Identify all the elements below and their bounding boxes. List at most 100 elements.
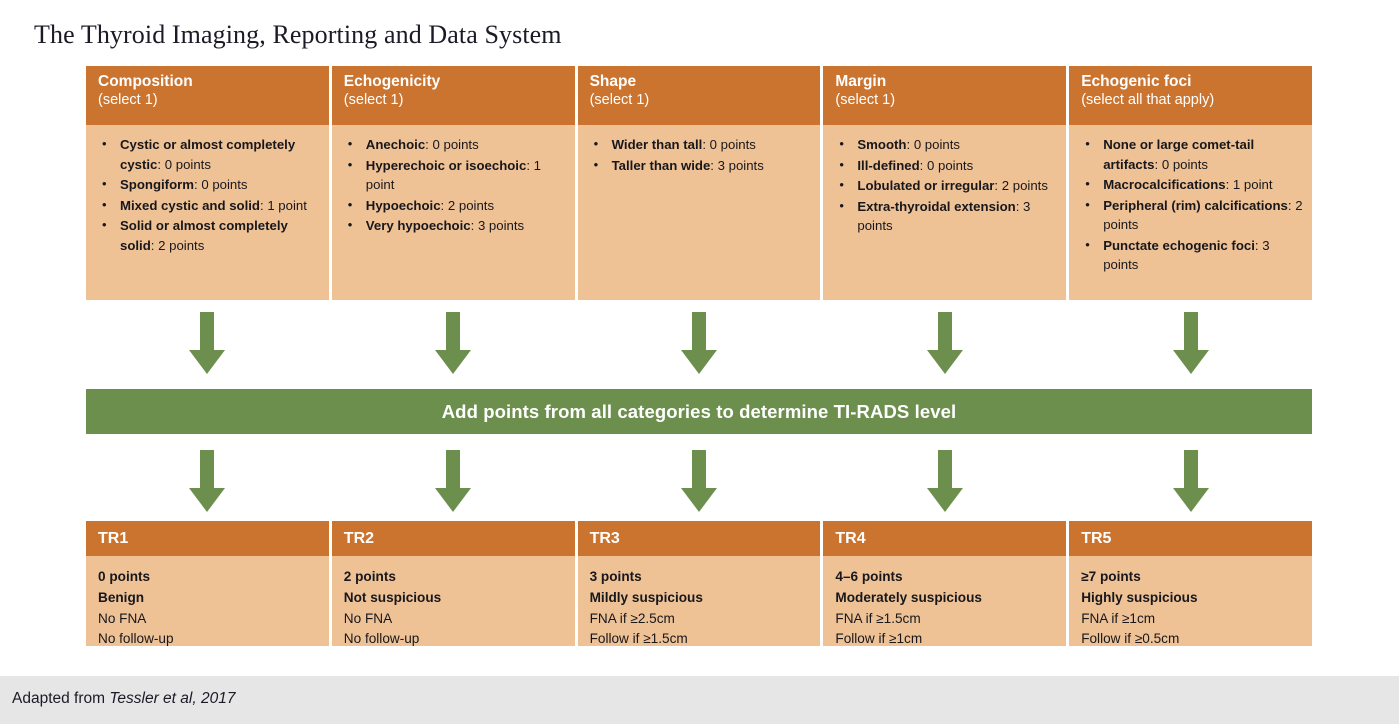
option-points: 3 points bbox=[477, 218, 525, 234]
feature-header-shape: Shape (select 1) bbox=[577, 66, 821, 125]
arrow-row-to-levels bbox=[86, 450, 1312, 512]
option-points: 1 point bbox=[1232, 177, 1273, 193]
option-term: Very hypoechoic bbox=[365, 218, 471, 234]
arrow-cell bbox=[86, 450, 329, 512]
option-term: Taller than wide bbox=[611, 157, 711, 173]
option-term: Extra-thyroidal extension bbox=[857, 198, 1016, 214]
option-points: 0 points bbox=[201, 177, 248, 193]
down-arrow-icon bbox=[680, 312, 717, 374]
option-points: 0 points bbox=[913, 137, 961, 152]
level-follow: Follow if ≥1cm bbox=[835, 631, 923, 647]
option-item[interactable]: Mixed cystic and solid: 1 point bbox=[96, 195, 321, 216]
option-points: 3 points bbox=[857, 198, 1031, 234]
summation-label: Add points from all categories to determ… bbox=[441, 400, 957, 422]
down-arrow-icon bbox=[1172, 450, 1209, 512]
level-body-tr3: 3 points Mildly suspicious FNA if ≥2.5cm… bbox=[577, 556, 821, 646]
arrow-cell bbox=[332, 312, 575, 374]
option-points: 0 points bbox=[1161, 156, 1209, 172]
footer-attribution: Adapted from Tessler et al, 2017 bbox=[12, 690, 235, 708]
level-fna: FNA if ≥1cm bbox=[1081, 610, 1156, 626]
option-list: Wider than tall: 0 points Taller than wi… bbox=[588, 134, 813, 176]
level-points: 2 points bbox=[343, 569, 396, 584]
option-term: Anechoic bbox=[365, 137, 426, 152]
arrow-cell bbox=[823, 450, 1066, 512]
option-points: 2 points bbox=[158, 237, 205, 253]
option-item[interactable]: Lobulated or irregular: 2 points bbox=[833, 175, 1058, 196]
feature-instruction: (select 1) bbox=[835, 91, 896, 108]
level-body-tr4: 4–6 points Moderately suspicious FNA if … bbox=[823, 556, 1067, 646]
feature-instruction: (select 1) bbox=[343, 91, 404, 108]
feature-instruction: (select 1) bbox=[98, 91, 158, 108]
feature-body-shape: Wider than tall: 0 points Taller than wi… bbox=[577, 125, 821, 300]
feature-body-echogenic-foci: None or large comet-tail artifacts: 0 po… bbox=[1069, 125, 1312, 300]
option-item[interactable]: Anechoic: 0 points bbox=[342, 134, 567, 155]
level-follow: Follow if ≥0.5cm bbox=[1081, 631, 1180, 647]
page-title: The Thyroid Imaging, Reporting and Data … bbox=[34, 20, 562, 49]
option-item[interactable]: Ill-defined: 0 points bbox=[833, 155, 1058, 176]
level-fna: No FNA bbox=[343, 610, 393, 626]
feature-category-table: Composition (select 1) Cystic or almost … bbox=[86, 66, 1312, 300]
option-list: None or large comet-tail artifacts: 0 po… bbox=[1079, 134, 1304, 275]
option-item[interactable]: Cystic or almost completely cystic: 0 po… bbox=[96, 134, 321, 174]
option-item[interactable]: Taller than wide: 3 points bbox=[588, 155, 813, 176]
level-risk: Not suspicious bbox=[343, 589, 442, 605]
option-term: Smooth bbox=[857, 137, 907, 152]
arrow-cell bbox=[1069, 450, 1312, 512]
option-term: Macrocalcifications bbox=[1103, 177, 1226, 193]
option-points: 2 points bbox=[1103, 197, 1303, 233]
option-points: 0 points bbox=[927, 157, 974, 173]
option-item[interactable]: Hypoechoic: 2 points bbox=[342, 195, 567, 216]
option-term: Peripheral (rim) calcifications bbox=[1103, 197, 1288, 213]
level-risk: Highly suspicious bbox=[1081, 589, 1198, 605]
option-term: Wider than tall bbox=[611, 137, 703, 152]
level-points: 4–6 points bbox=[835, 569, 903, 584]
option-points: 1 point bbox=[267, 197, 307, 213]
feature-name: Shape bbox=[589, 73, 637, 90]
option-list: Anechoic: 0 points Hyperechoic or isoech… bbox=[342, 134, 567, 236]
option-term: Mixed cystic and solid bbox=[120, 197, 260, 213]
option-item[interactable]: Extra-thyroidal extension: 3 points bbox=[833, 196, 1058, 236]
option-item[interactable]: Smooth: 0 points bbox=[833, 134, 1058, 155]
level-column-tr5: TR5 ≥7 points Highly suspicious FNA if ≥… bbox=[1069, 521, 1312, 646]
feature-header-echogenicity: Echogenicity (select 1) bbox=[331, 66, 575, 125]
option-item[interactable]: Peripheral (rim) calcifications: 2 point… bbox=[1079, 195, 1304, 235]
option-item[interactable]: None or large comet-tail artifacts: 0 po… bbox=[1079, 134, 1304, 174]
option-points: 2 points bbox=[1001, 178, 1048, 194]
option-item[interactable]: Very hypoechoic: 3 points bbox=[342, 215, 567, 236]
feature-column-echogenic-foci: Echogenic foci (select all that apply) N… bbox=[1069, 66, 1312, 300]
feature-body-echogenicity: Anechoic: 0 points Hyperechoic or isoech… bbox=[331, 125, 575, 300]
level-follow: Follow if ≥1.5cm bbox=[589, 631, 688, 647]
option-item[interactable]: Spongiform: 0 points bbox=[96, 174, 321, 195]
down-arrow-icon bbox=[1172, 312, 1209, 374]
option-item[interactable]: Hyperechoic or isoechoic: 1 point bbox=[342, 155, 567, 195]
arrow-cell bbox=[332, 450, 575, 512]
level-header-tr5: TR5 bbox=[1069, 521, 1312, 556]
footer-prefix: Adapted from bbox=[12, 690, 110, 707]
option-item[interactable]: Macrocalcifications: 1 point bbox=[1079, 174, 1304, 195]
feature-name: Composition bbox=[98, 73, 193, 90]
feature-column-echogenicity: Echogenicity (select 1) Anechoic: 0 poin… bbox=[331, 66, 575, 300]
level-body-tr1: 0 points Benign No FNA No follow-up bbox=[86, 556, 329, 646]
option-item[interactable]: Wider than tall: 0 points bbox=[588, 134, 813, 155]
level-follow: No follow-up bbox=[98, 631, 174, 647]
option-points: 0 points bbox=[164, 156, 211, 172]
option-points: 0 points bbox=[432, 137, 479, 152]
arrow-cell bbox=[86, 312, 329, 374]
level-header-tr3: TR3 bbox=[577, 521, 821, 556]
feature-instruction: (select 1) bbox=[589, 91, 650, 108]
feature-header-margin: Margin (select 1) bbox=[823, 66, 1067, 125]
option-item[interactable]: Punctate echogenic foci: 3 points bbox=[1079, 235, 1304, 275]
feature-name: Echogenicity bbox=[343, 73, 441, 90]
level-header-tr2: TR2 bbox=[331, 521, 575, 556]
feature-name: Margin bbox=[835, 73, 887, 90]
feature-name: Echogenic foci bbox=[1081, 73, 1192, 90]
level-column-tr4: TR4 4–6 points Moderately suspicious FNA… bbox=[823, 521, 1067, 646]
arrow-cell bbox=[823, 312, 1066, 374]
level-body-tr5: ≥7 points Highly suspicious FNA if ≥1cm … bbox=[1069, 556, 1312, 646]
option-term: Spongiform bbox=[120, 177, 194, 193]
level-column-tr1: TR1 0 points Benign No FNA No follow-up bbox=[86, 521, 329, 646]
option-item[interactable]: Solid or almost completely solid: 2 poin… bbox=[96, 215, 321, 255]
option-list: Cystic or almost completely cystic: 0 po… bbox=[96, 134, 321, 255]
option-term: Hypoechoic bbox=[365, 197, 441, 213]
